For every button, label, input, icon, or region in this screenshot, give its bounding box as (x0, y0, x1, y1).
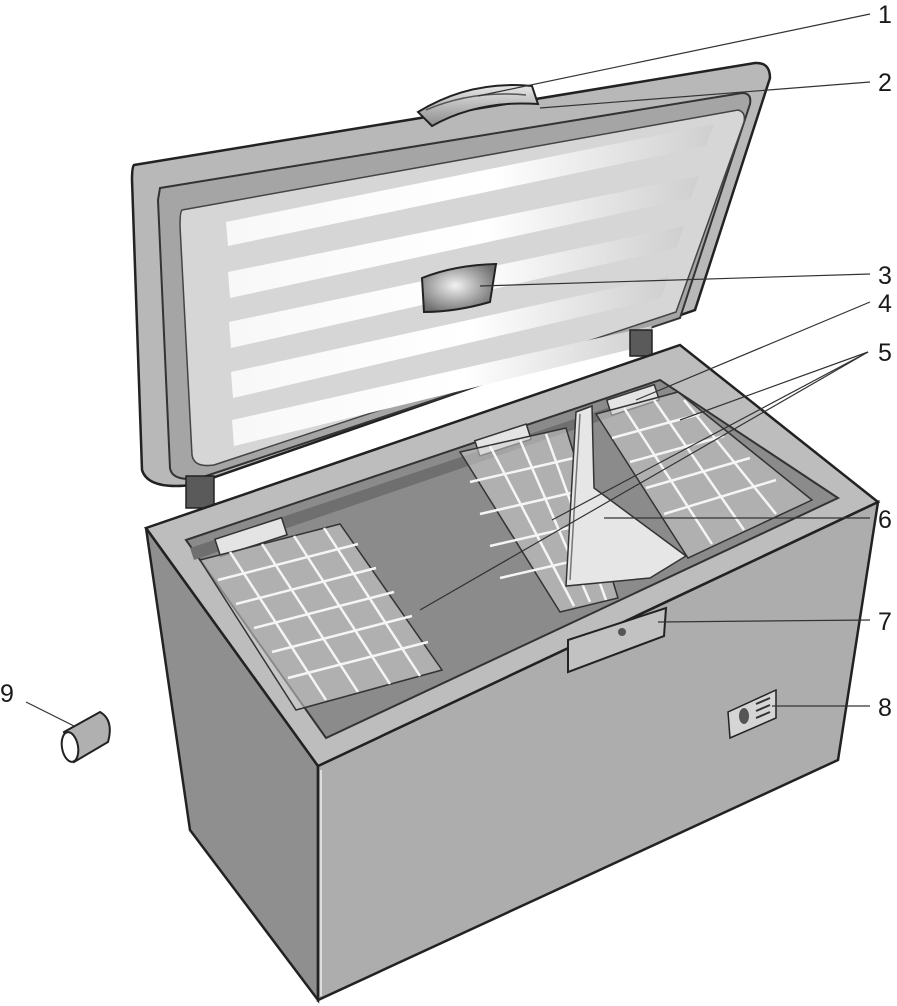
callout-labels: 1 2 3 4 5 6 7 8 9 (0, 1, 892, 722)
hinge-left (185, 475, 215, 509)
control-panel[interactable] (567, 606, 668, 674)
lid (130, 61, 772, 509)
callout-8: 8 (878, 694, 892, 722)
callout-2: 2 (878, 69, 892, 97)
wire-basket-left (198, 523, 444, 711)
wire-basket-right (594, 391, 814, 559)
callout-6: 6 (878, 506, 892, 534)
lid-handle[interactable] (416, 84, 540, 128)
accessory-cylinder (60, 710, 111, 764)
callout-9: 9 (0, 680, 14, 708)
hinge-right (629, 329, 653, 357)
callout-3: 3 (878, 262, 892, 290)
compartment-divider (565, 404, 688, 587)
callout-5: 5 (878, 339, 892, 367)
callout-7: 7 (878, 608, 892, 636)
callout-4: 4 (878, 290, 892, 318)
ventilation-grille (727, 688, 777, 740)
leader-lines (25, 13, 871, 727)
inner-lid-lamp (420, 262, 498, 314)
callout-1: 1 (878, 1, 892, 29)
